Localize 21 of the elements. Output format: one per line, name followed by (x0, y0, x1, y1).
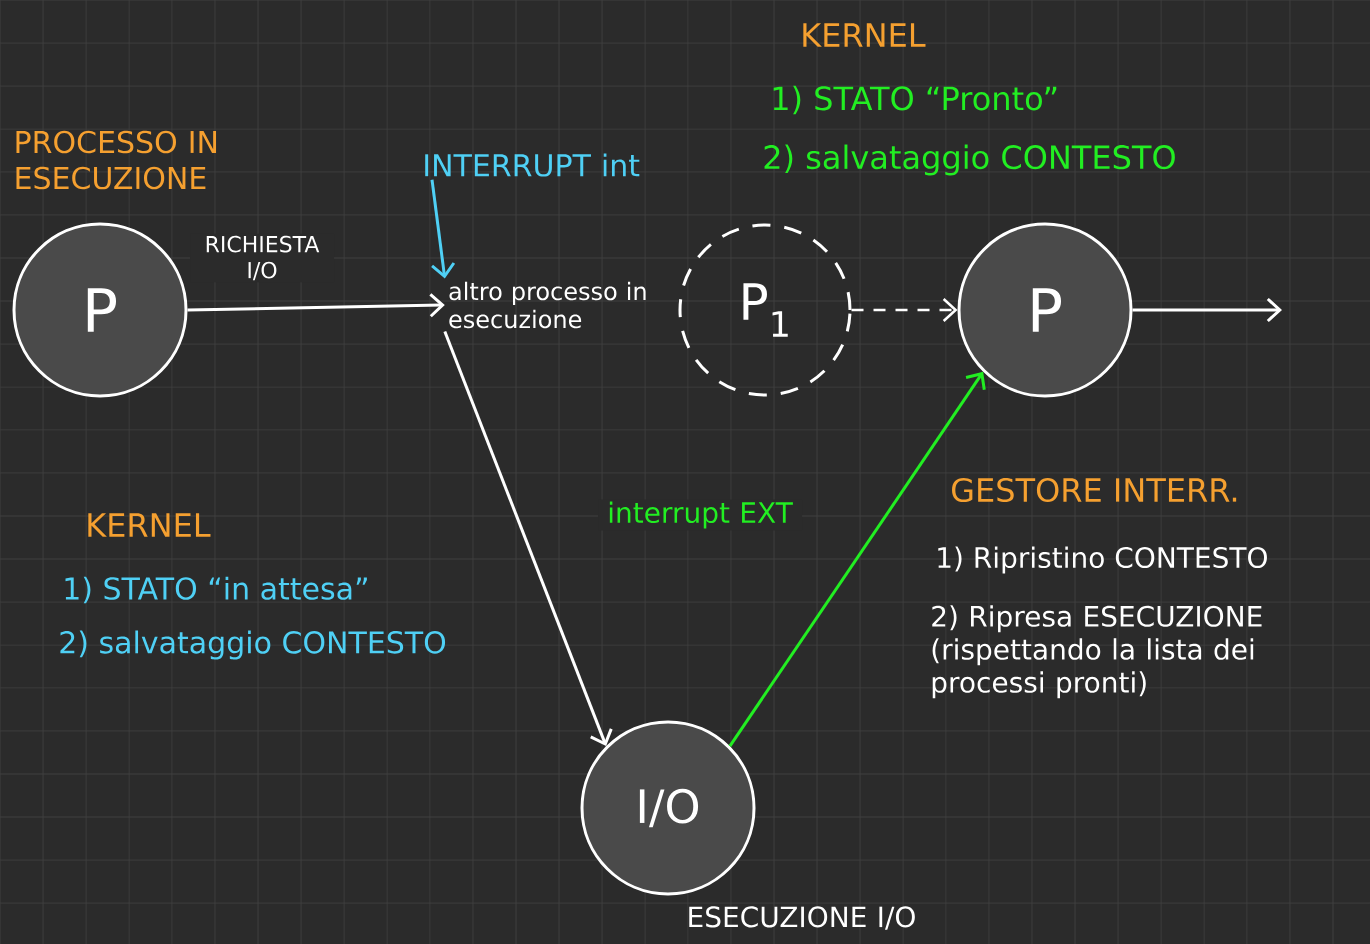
note-text: 1) Ripristino CONTESTO (938, 546, 1267, 574)
note-text: 2) Ripresa ESECUZIONE (rispettando la lista dei processi pronti) (932, 605, 1262, 699)
arrow (1132, 297, 1282, 323)
edge-label: RICHIESTA I/O (190, 233, 334, 283)
note-text: 1) STATO “Pronto” (773, 85, 1057, 115)
arrow (187, 293, 445, 318)
arrow (851, 298, 958, 322)
heading: GESTORE INTERR. (952, 477, 1237, 503)
node-caption: ESECUZIONE I/O (689, 906, 915, 930)
note-text: 2) salvataggio CONTESTO (764, 144, 1175, 176)
note-text: altro processo in esecuzione (449, 281, 646, 329)
note-text: 2) salvataggio CONTESTO (60, 630, 446, 660)
note-text: 1) STATO “in attesa” (65, 576, 367, 604)
edge-label: interrupt EXT (598, 499, 802, 531)
node-caption: PROCESSO IN ESECUZIONE (16, 130, 217, 190)
heading: KERNEL (803, 23, 926, 47)
arrow (728, 371, 986, 747)
arrow (443, 330, 613, 747)
note-text: INTERRUPT int (425, 153, 640, 177)
arrow (430, 179, 456, 279)
heading: KERNEL (88, 513, 211, 537)
